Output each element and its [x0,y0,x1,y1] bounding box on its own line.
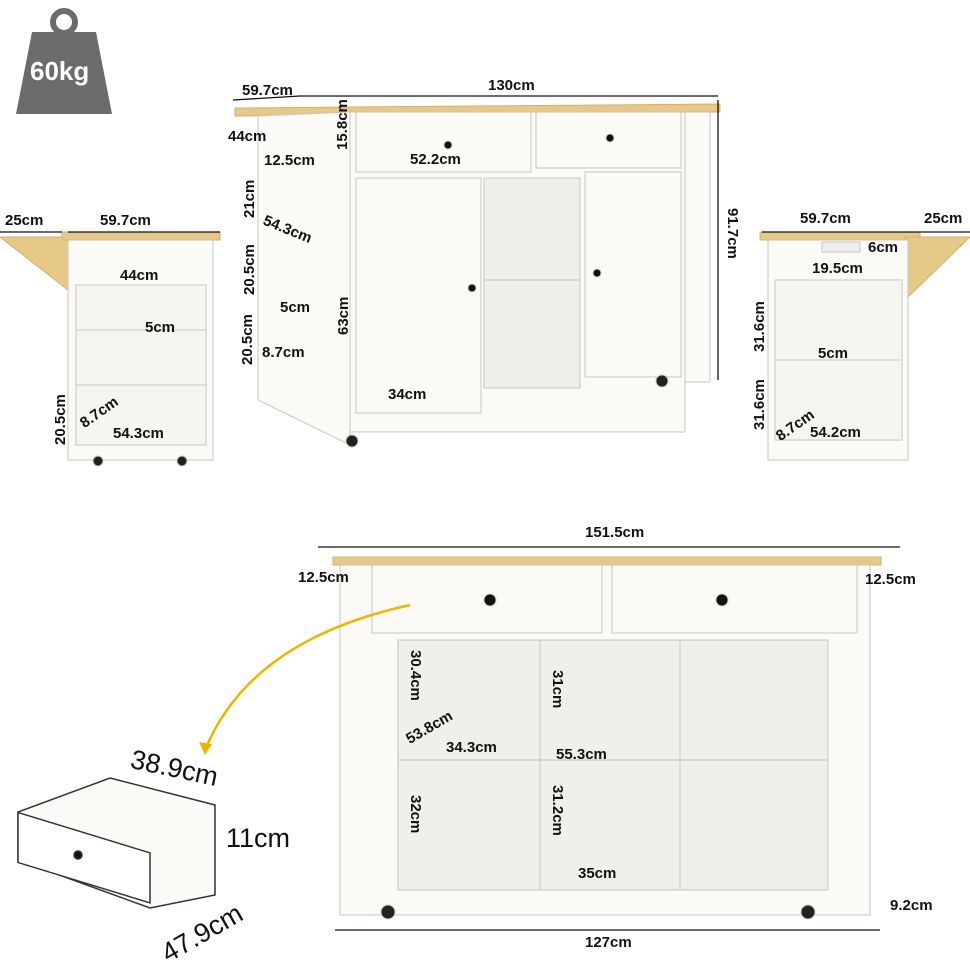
dim-label: 130cm [488,77,535,94]
left-side-cabinet [0,231,221,467]
dim-label: 59.7cm [242,82,293,99]
dim-label: 52.2cm [410,151,461,168]
dim-label: 31.6cm [751,301,768,352]
right-side-cabinet [759,231,970,461]
drawer-drawing [17,777,216,909]
dim-label: 20.5cm [241,244,258,295]
dimension-lines [0,95,970,931]
dim-label: 54.3cm [113,425,164,442]
dim-label: 9.2cm [890,897,933,914]
dim-label: 21cm [241,179,258,218]
dim-label: 20.5cm [52,394,69,445]
dim-label: 34.3cm [446,739,497,756]
dim-label: 19.5cm [812,260,863,277]
dim-label: 12.5cm [865,571,916,588]
dim-label: 30.4cm [407,650,424,701]
dim-label: 59.7cm [100,212,151,229]
dim-label: 5cm [818,345,849,362]
weight-icon [16,8,112,114]
dim-label: 44cm [228,128,267,145]
dim-label: 8.7cm [262,344,305,361]
dim-label: 6cm [868,239,899,256]
dim-label: 127cm [585,934,632,951]
dim-label: 5cm [145,319,176,336]
dim-label: 54.2cm [810,424,861,441]
dim-label: 32cm [407,795,424,834]
dim-label: 44cm [120,267,159,284]
dim-label: 25cm [5,212,44,229]
dim-label: 11cm [226,823,291,853]
back-view-cabinet [332,556,882,920]
dim-label: 91.7cm [724,208,741,259]
weight-label: 60kg [30,56,90,86]
dim-label: 34cm [388,386,427,403]
dim-label: 12.5cm [298,569,349,586]
dim-label: 63cm [335,296,352,335]
front-view-cabinet [234,103,721,448]
dim-label: 5cm [280,299,311,316]
dim-label: 35cm [578,865,617,882]
dim-label: 15.8cm [334,99,351,150]
dim-label: 55.3cm [556,746,607,763]
dim-label: 31.2cm [549,785,566,836]
dim-label: 12.5cm [264,152,315,169]
dim-label: 20.5cm [239,314,256,365]
dim-label: 59.7cm [800,210,851,227]
callout-arrow [203,603,411,751]
dim-label: 151.5cm [585,524,645,541]
dim-label: 31.6cm [751,379,768,430]
dim-label: 25cm [924,210,963,227]
dim-label: 31cm [549,670,566,709]
